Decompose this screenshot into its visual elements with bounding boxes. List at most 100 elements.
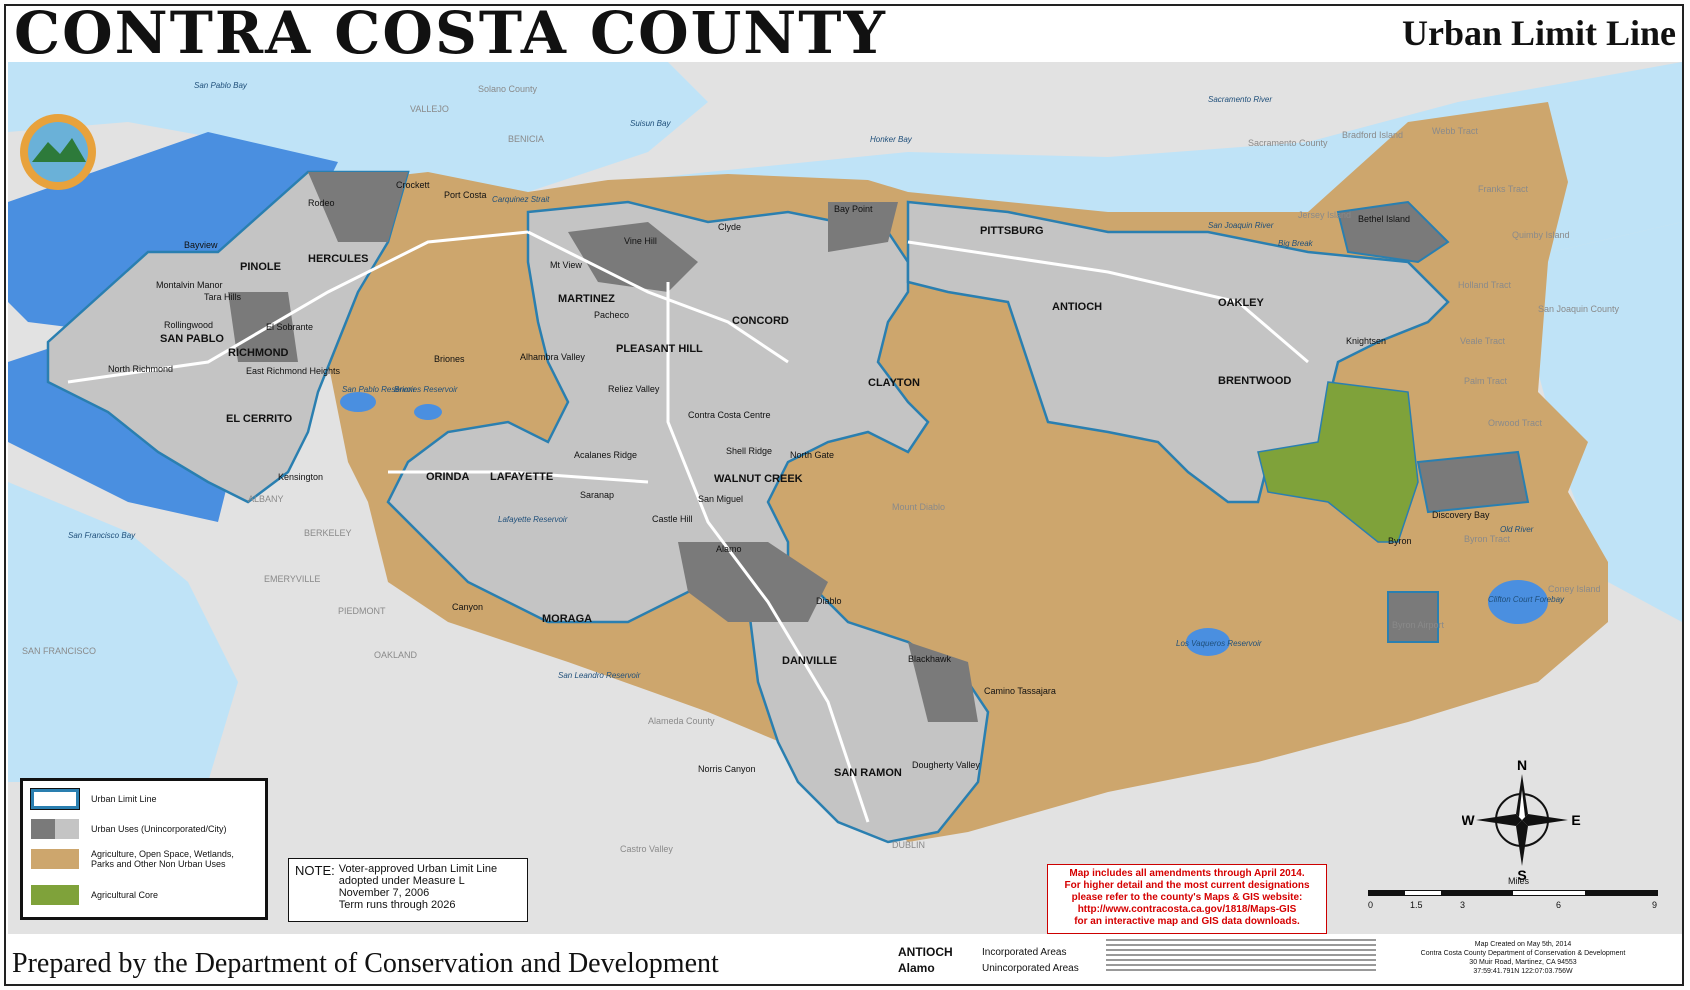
highway-sr24: [388, 470, 649, 484]
city-label: PITTSBURG: [980, 225, 1044, 237]
city-label: CLAYTON: [868, 377, 920, 389]
fine-print-line: [1106, 944, 1376, 946]
place-label: Alamo: [716, 544, 742, 554]
north-arrow: N S W E: [1461, 757, 1582, 883]
gis-info-line: for an interactive map and GIS data down…: [1074, 916, 1300, 927]
place-label: Montalvin Manor: [156, 280, 223, 290]
tract-label: Coney Island: [1548, 584, 1601, 594]
agricultural-core: [1257, 381, 1419, 543]
legend-item-agriculture: Agriculture, Open Space, Wetlands, Parks…: [31, 849, 234, 869]
outside-label: Alameda County: [648, 716, 715, 726]
gis-info-line: For higher detail and the most current d…: [1064, 880, 1310, 891]
map-svg: PINOLE HERCULES SAN PABLO RICHMOND EL CE…: [8, 62, 1682, 934]
highway-i80: [67, 230, 529, 384]
tract-label: Palm Tract: [1464, 376, 1508, 386]
label-key-unincorporated: Alamo Unincorporated Areas: [898, 960, 1079, 976]
place-label: Briones: [434, 354, 465, 364]
compass-n: N: [1517, 760, 1527, 773]
tract-label: Jersey Island: [1298, 210, 1351, 220]
urban-dark-blackhawk: [908, 642, 978, 722]
fine-print-line: [1106, 964, 1376, 966]
place-label: North Gate: [790, 450, 834, 460]
note-box: NOTE: Voter-approved Urban Limit Line ad…: [288, 858, 528, 922]
place-label: Rodeo: [308, 198, 335, 208]
label-key-incorporated: ANTIOCH Incorporated Areas: [898, 944, 1079, 960]
page-title: CONTRA COSTA COUNTY: [14, 0, 887, 67]
compass-rose-icon: N S W E: [1461, 757, 1580, 883]
note-line: Term runs through 2026: [338, 899, 456, 911]
legend-swatch: [30, 788, 80, 810]
place-label: Port Costa: [444, 190, 487, 200]
water-label: San Pablo Reservoir: [342, 385, 416, 394]
outside-label: BERKELEY: [304, 528, 352, 538]
fine-print-line: [1106, 939, 1376, 941]
los-vaqueros-reservoir: [1186, 628, 1230, 656]
place-label: Crockett: [396, 180, 430, 190]
urban-dark-vinehill: [568, 222, 698, 292]
outside-label: Solano County: [478, 84, 538, 94]
city-label: HERCULES: [308, 253, 369, 265]
city-label: SAN RAMON: [834, 767, 902, 779]
legend-label: Urban Limit Line: [91, 794, 157, 804]
place-label: Bay Point: [834, 204, 873, 214]
city-label: WALNUT CREEK: [714, 473, 803, 485]
city-label: MARTINEZ: [558, 293, 615, 305]
map-canvas[interactable]: PINOLE HERCULES SAN PABLO RICHMOND EL CE…: [8, 62, 1682, 934]
water-label: Big Break: [1278, 239, 1314, 248]
tract-label: Byron Tract: [1464, 534, 1511, 544]
legend-item-ull: Urban Limit Line: [30, 788, 157, 810]
legend-item-urban: Urban Uses (Unincorporated/City): [31, 819, 227, 839]
legend-label: Agricultural Core: [91, 890, 159, 900]
place-label: Reliez Valley: [608, 384, 660, 394]
outside-label: BENICIA: [508, 134, 544, 144]
disclaimer-fine-print: [1106, 936, 1376, 978]
tract-label: Veale Tract: [1460, 336, 1506, 346]
outside-label: VALLEJO: [410, 104, 449, 114]
place-label: Camino Tassajara: [984, 686, 1056, 696]
place-label: Bayview: [184, 240, 218, 250]
outside-label: EMERYVILLE: [264, 574, 320, 584]
urban-dark-elsobrante: [228, 292, 298, 362]
legend-label: Agriculture, Open Space, Wetlands, Parks…: [91, 849, 234, 869]
water-label: San Joaquin River: [1208, 221, 1274, 230]
tract-label: Franks Tract: [1478, 184, 1529, 194]
city-label: DANVILLE: [782, 655, 837, 667]
gis-info-link[interactable]: http://www.contracosta.ca.gov/1818/Maps-…: [1077, 904, 1297, 915]
clifton-court-forebay: [1488, 580, 1548, 624]
place-label: Pacheco: [594, 310, 629, 320]
city-label: OAKLEY: [1218, 297, 1265, 309]
place-label: North Richmond: [108, 364, 173, 374]
outside-label: Castro Valley: [620, 844, 673, 854]
map-frame: [4, 4, 1684, 986]
water-label: Clifton Court Forebay: [1488, 595, 1565, 604]
gis-info-box: Map includes all amendments through Apri…: [1047, 864, 1327, 934]
scale-tick: 0: [1368, 900, 1374, 910]
fine-print-line: [1106, 949, 1376, 951]
label-key-uninc-label: Unincorporated Areas: [982, 962, 1079, 974]
tract-label: Quimby Island: [1512, 230, 1570, 240]
sf-bay-light: [8, 482, 238, 782]
briones-reservoir: [414, 404, 442, 420]
legend-item-ag-core: Agricultural Core: [31, 885, 158, 905]
place-label: Contra Costa Centre: [688, 410, 771, 420]
scale-tick: 6: [1556, 900, 1562, 910]
place-label: Canyon: [452, 602, 483, 612]
fine-print-line: [1106, 959, 1376, 961]
tract-label: Webb Tract: [1432, 126, 1478, 136]
place-label: Byron: [1388, 536, 1412, 546]
city-label: PINOLE: [240, 261, 281, 273]
credit-line: Map Created on May 5th, 2014: [1474, 941, 1572, 948]
water-label: San Francisco Bay: [68, 531, 136, 540]
note-text: Voter-approved Urban Limit Line adopted …: [339, 863, 497, 917]
legend-label: Urban Uses (Unincorporated/City): [91, 824, 227, 834]
place-label: Norris Canyon: [698, 764, 756, 774]
tract-label: Orwood Tract: [1488, 418, 1543, 428]
scale-seg: [1405, 891, 1441, 895]
compass-s: S: [1517, 867, 1526, 880]
outside-label: Sacramento County: [1248, 138, 1328, 148]
place-label: Shell Ridge: [726, 446, 772, 456]
fine-print-line: [1106, 954, 1376, 956]
scale-tick: 9: [1652, 900, 1658, 910]
scale-title: Miles: [1508, 876, 1530, 886]
water-label: Sacramento River: [1208, 95, 1272, 104]
